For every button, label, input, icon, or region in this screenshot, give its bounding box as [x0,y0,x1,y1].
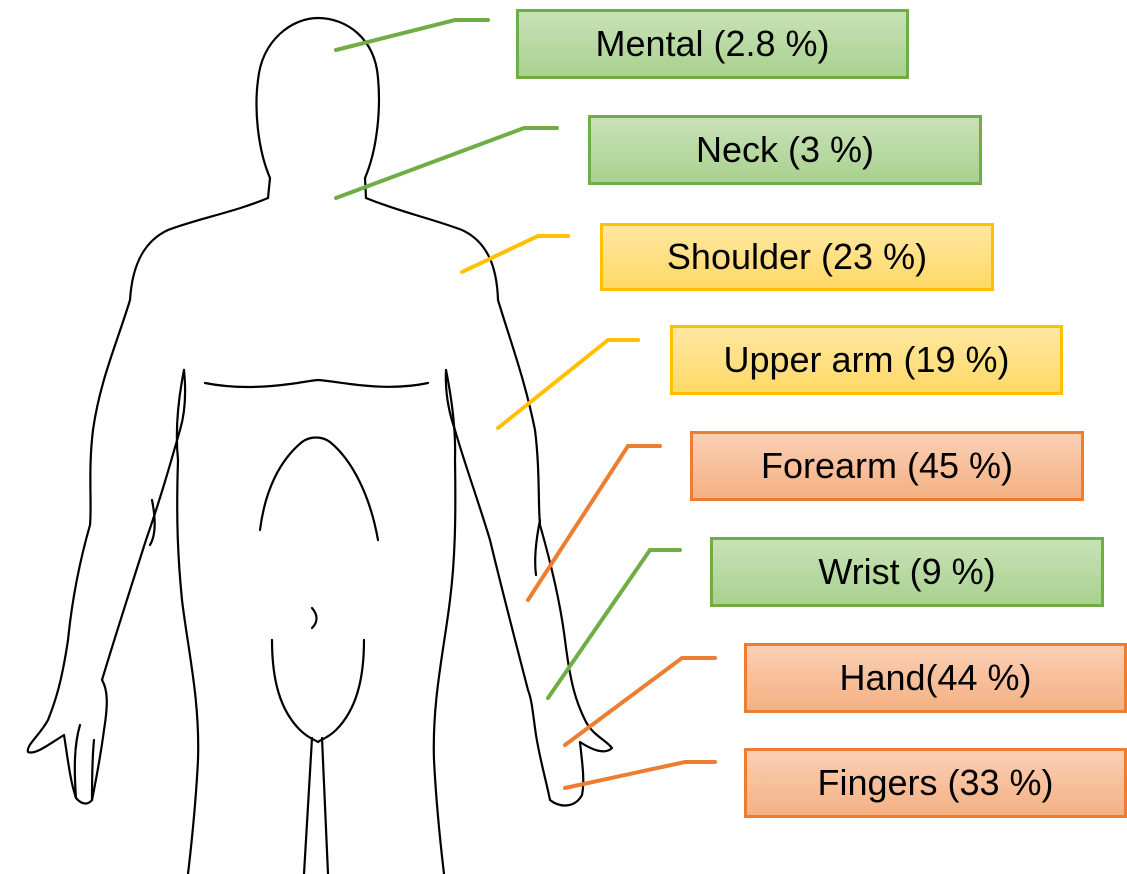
label-hand: Hand(44 %) [744,643,1127,713]
upper-arm-leader [498,340,638,428]
right-flank [434,460,456,874]
groin-left [272,640,318,742]
navel [312,608,317,628]
chest-line [205,380,428,387]
label-shoulder: Shoulder (23 %) [600,223,994,291]
label-upper-arm: Upper arm (19 %) [670,325,1063,395]
fingers-leader [565,762,715,788]
right-forearm-line [535,520,540,575]
label-wrist: Wrist (9 %) [710,537,1104,607]
abdomen-right [330,442,378,540]
label-neck: Neck (3 %) [588,115,982,185]
label-mental: Mental (2.8 %) [516,9,909,79]
abdomen-top [302,438,330,443]
forearm-leader [528,446,660,600]
left-finger-1 [75,725,80,798]
label-fingers: Fingers (33 %) [744,748,1127,818]
right-shoulder [366,198,498,300]
inner-leg-right [322,738,328,874]
abdomen-left [260,442,302,530]
groin-right [318,640,364,742]
left-flank [177,460,198,874]
left-arm-outer [28,300,185,804]
inner-leg-left [304,738,312,874]
hand-leader [565,658,715,745]
label-forearm: Forearm (45 %) [690,431,1084,501]
left-shoulder [130,198,268,300]
neck-leader [336,128,557,198]
neck-left [268,178,270,198]
